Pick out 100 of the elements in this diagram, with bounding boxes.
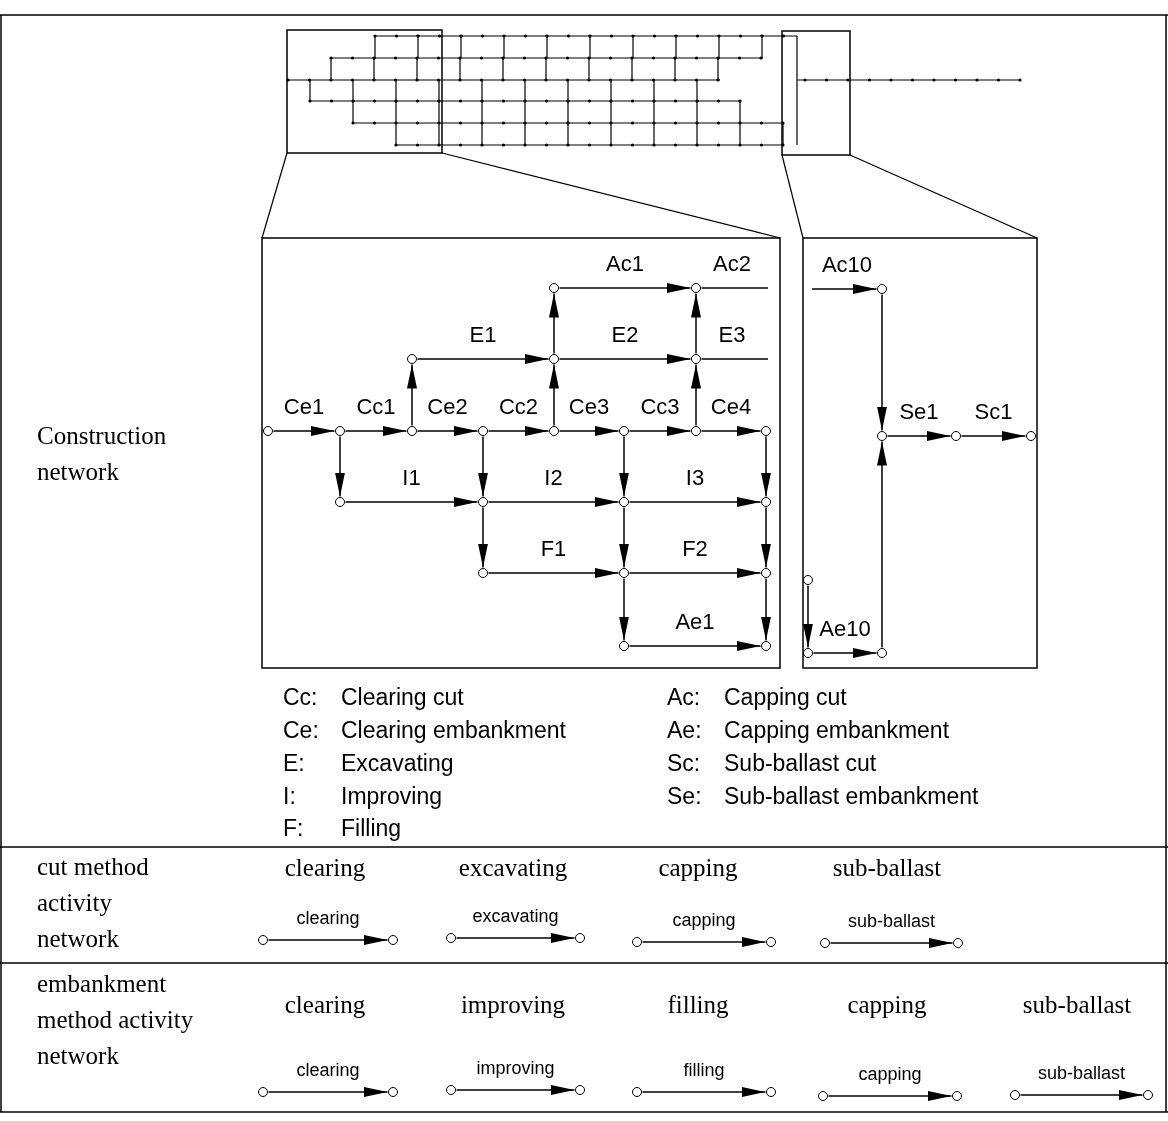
node-circle bbox=[406, 353, 417, 364]
arrow bbox=[344, 497, 479, 507]
edge-label: Ae10 bbox=[819, 617, 871, 641]
key-text: E: bbox=[283, 749, 305, 778]
edge-label: Ce3 bbox=[568, 395, 610, 419]
arrow bbox=[416, 354, 550, 364]
node-circle bbox=[802, 647, 813, 658]
arrow bbox=[455, 1085, 576, 1095]
node-circle bbox=[574, 932, 585, 943]
arrow bbox=[761, 577, 771, 642]
node-circle bbox=[690, 353, 701, 364]
edge-label: clearing bbox=[296, 1059, 360, 1082]
arrow bbox=[1019, 1090, 1144, 1100]
edge-label: E3 bbox=[718, 323, 746, 347]
node-circle bbox=[760, 640, 771, 651]
row-heading: embankment method activity network bbox=[37, 969, 195, 1071]
node-circle bbox=[760, 567, 771, 578]
node-circle bbox=[445, 932, 456, 943]
node-circle bbox=[618, 640, 629, 651]
node-circle bbox=[876, 647, 887, 658]
node-circle bbox=[574, 1084, 585, 1095]
arrow bbox=[641, 1087, 767, 1097]
node-circle bbox=[548, 425, 559, 436]
arrow bbox=[407, 363, 417, 427]
arrow bbox=[487, 568, 620, 578]
node-circle bbox=[760, 425, 771, 436]
edge-label: Cc1 bbox=[356, 395, 396, 419]
node-circle bbox=[257, 1086, 268, 1097]
key-text: Ac: bbox=[667, 683, 701, 712]
key-text: Ae: bbox=[667, 716, 702, 745]
edge-label: F1 bbox=[540, 537, 567, 561]
node-circle bbox=[477, 567, 488, 578]
arrow bbox=[628, 568, 762, 578]
arrow bbox=[827, 1091, 953, 1101]
arrow bbox=[416, 426, 479, 436]
key-text: Improving bbox=[341, 782, 442, 811]
column-heading: sub-ballast bbox=[1022, 990, 1132, 1020]
arrow bbox=[487, 426, 550, 436]
node-circle bbox=[406, 425, 417, 436]
node-circle bbox=[690, 425, 701, 436]
node-circle bbox=[819, 937, 830, 948]
arrow bbox=[344, 426, 408, 436]
key-text: Ce: bbox=[283, 716, 319, 745]
key-text: Sc: bbox=[667, 749, 701, 778]
edge-label: Se1 bbox=[899, 400, 939, 424]
node-circle bbox=[802, 574, 813, 585]
arrow bbox=[455, 933, 576, 943]
arrow bbox=[272, 426, 336, 436]
arrow bbox=[549, 363, 559, 427]
arrow bbox=[812, 648, 878, 658]
node-circle bbox=[1025, 430, 1036, 441]
arrow bbox=[619, 435, 629, 498]
edge-label: Cc3 bbox=[640, 395, 680, 419]
arrow bbox=[811, 284, 878, 294]
edge-label: Ac10 bbox=[821, 253, 873, 277]
arrow bbox=[877, 293, 887, 432]
edge-label: Ac1 bbox=[606, 252, 644, 276]
node-circle bbox=[876, 430, 887, 441]
line bbox=[700, 287, 769, 289]
node-circle bbox=[618, 425, 629, 436]
key-text: Excavating bbox=[341, 749, 454, 778]
edge-label: Sc1 bbox=[974, 400, 1013, 424]
node-circle bbox=[334, 425, 345, 436]
node-circle bbox=[257, 934, 268, 945]
edge-label: excavating bbox=[472, 905, 559, 928]
line bbox=[700, 358, 769, 360]
arrow bbox=[478, 435, 488, 498]
arrow bbox=[558, 354, 692, 364]
column-heading: clearing bbox=[284, 853, 366, 883]
arrow bbox=[619, 506, 629, 569]
edge-label: sub-ballast bbox=[1038, 1062, 1125, 1085]
node-circle bbox=[618, 567, 629, 578]
node-circle bbox=[548, 353, 559, 364]
arrow bbox=[960, 431, 1027, 441]
edge-label: sub-ballast bbox=[848, 910, 935, 933]
edge-label: E1 bbox=[469, 323, 497, 347]
node-circle bbox=[690, 282, 701, 293]
arrow bbox=[761, 506, 771, 569]
node-circle bbox=[765, 1086, 776, 1097]
column-heading: capping bbox=[658, 853, 738, 883]
edge-label: F2 bbox=[682, 537, 708, 561]
node-circle bbox=[445, 1084, 456, 1095]
arrow bbox=[335, 435, 345, 498]
key-text: I: bbox=[283, 782, 296, 811]
arrow bbox=[267, 935, 389, 945]
key-text: Se: bbox=[667, 782, 702, 811]
arrow bbox=[628, 426, 692, 436]
column-heading: filling bbox=[667, 990, 729, 1020]
arrow bbox=[478, 506, 488, 569]
arrow bbox=[700, 426, 762, 436]
edge-label: I1 bbox=[402, 466, 421, 490]
edge-label: Ce4 bbox=[710, 395, 752, 419]
node-circle bbox=[1142, 1089, 1153, 1100]
edge-label: Ae1 bbox=[675, 610, 715, 634]
edge-label: I2 bbox=[544, 466, 563, 490]
edge-label: Ac2 bbox=[713, 252, 751, 276]
arrow bbox=[487, 497, 620, 507]
edge-label: capping bbox=[858, 1063, 922, 1086]
column-heading: capping bbox=[847, 990, 927, 1020]
node-circle bbox=[334, 496, 345, 507]
